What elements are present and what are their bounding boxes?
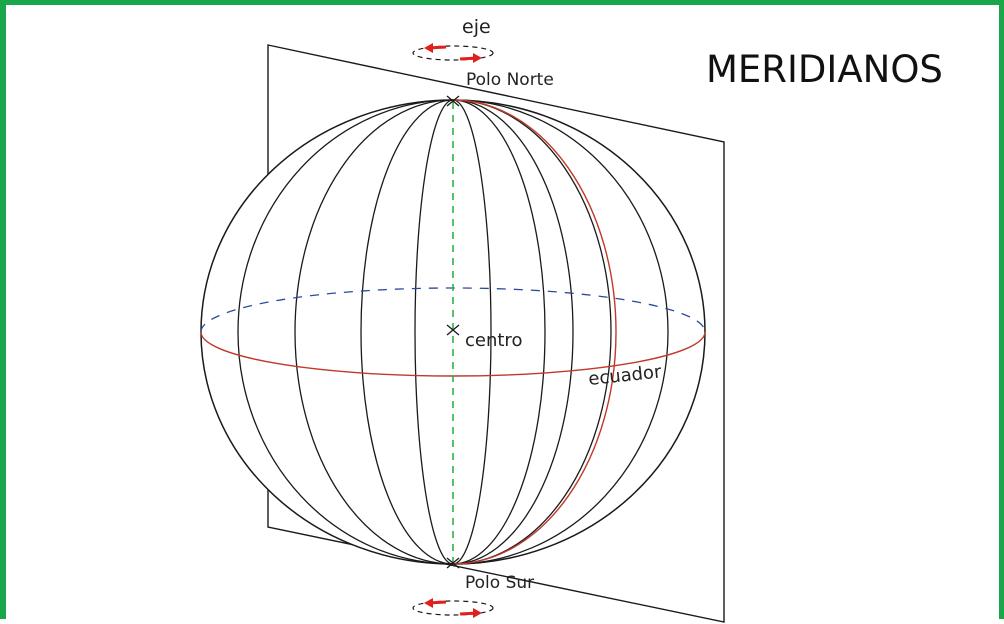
highlighted-meridian	[452, 99, 617, 565]
north-pole-label: Polo Norte	[466, 70, 554, 90]
center-label: centro	[465, 330, 522, 351]
axis-label: eje	[462, 16, 491, 38]
south-pole-label: Polo Sur	[465, 573, 534, 593]
rotation-arrow-top-icon	[412, 43, 494, 63]
sphere	[200, 99, 706, 565]
diagram-title: MERIDIANOS	[706, 48, 943, 91]
center-marker	[446, 324, 460, 336]
north-pole-marker	[446, 95, 460, 107]
rotation-arrow-bottom-icon	[412, 598, 494, 618]
meridians-diagram: MERIDIANOS eje Polo Norte Polo Sur centr…	[200, 16, 943, 623]
south-pole-marker	[446, 557, 460, 569]
meridian-line	[452, 99, 574, 565]
